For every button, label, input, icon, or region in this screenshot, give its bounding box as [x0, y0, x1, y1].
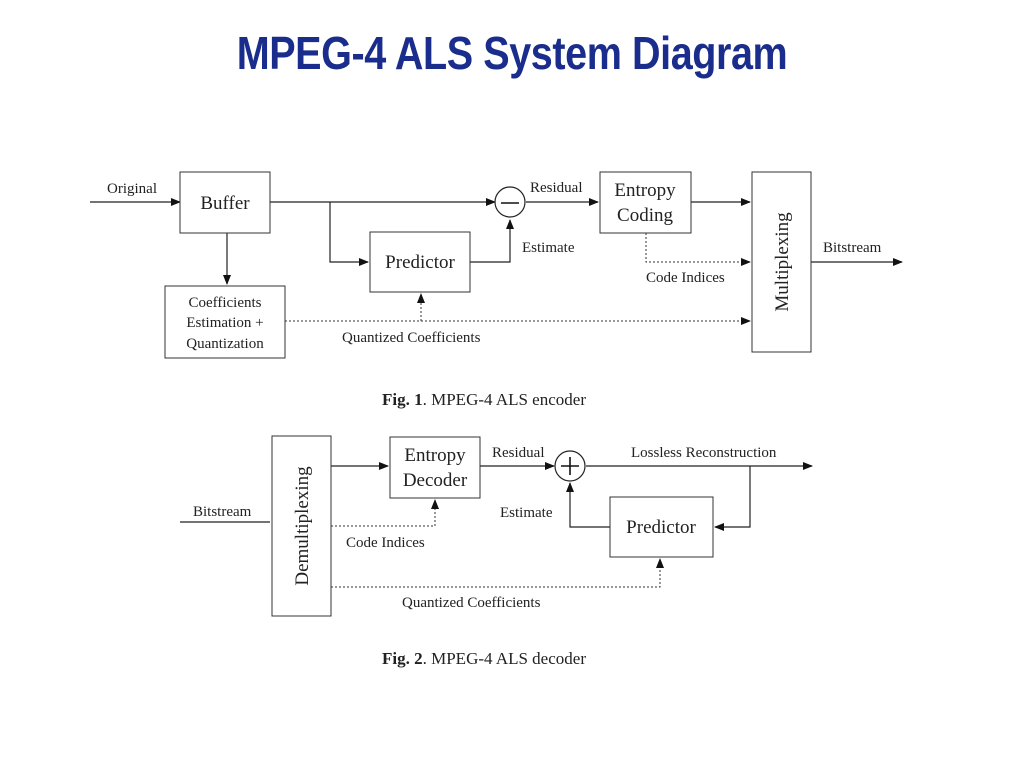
dec-predictor-label: Predictor — [626, 517, 696, 538]
enc-estimate-arrow — [470, 219, 514, 263]
enc-entropy-line2: Coding — [617, 205, 673, 226]
dec-demultiplexing-label: Demultiplexing — [292, 466, 313, 586]
enc-buffer-to-predictor-arrow — [329, 202, 369, 266]
enc-caption-rest: . MPEG-4 ALS encoder — [423, 390, 587, 409]
slide-title: MPEG-4 ALS System Diagram — [236, 27, 788, 79]
enc-entropy-line1: Entropy — [614, 180, 676, 201]
dec-code-indices-arrow — [331, 499, 439, 527]
dec-lossless-label: Lossless Reconstruction — [631, 445, 777, 461]
enc-multiplexing-box — [751, 171, 812, 353]
encoder-diagram: Buffer Predictor Coefficients Estimation… — [90, 171, 903, 409]
dec-estimate-arrow — [566, 482, 610, 528]
dec-demultiplexing-box — [271, 435, 332, 617]
enc-estimate-label: Estimate — [522, 240, 575, 256]
dec-entropy-line1: Entropy — [404, 445, 466, 466]
enc-buffer-box — [179, 171, 271, 234]
enc-coeff-line3: Quantization — [186, 336, 264, 352]
enc-original-label: Original — [107, 181, 157, 197]
dec-caption-bold: Fig. 2 — [382, 649, 423, 668]
dec-quantized-arrow — [331, 558, 664, 588]
decoder-diagram: Demultiplexing Entropy Decoder Predictor… — [180, 435, 813, 668]
dec-residual-label: Residual — [492, 445, 545, 461]
dec-bitstream-label: Bitstream — [193, 504, 252, 520]
dec-caption: Fig. 2. MPEG-4 ALS decoder — [382, 649, 586, 668]
dec-feedback-arrow — [714, 466, 751, 531]
enc-coeff-line2: Estimation + — [186, 315, 263, 331]
enc-bitstream-label: Bitstream — [823, 240, 882, 256]
enc-predictor-box — [369, 231, 471, 293]
dec-estimate-label: Estimate — [500, 505, 553, 521]
enc-code-indices-label: Code Indices — [646, 270, 725, 286]
dec-caption-rest: . MPEG-4 ALS decoder — [423, 649, 587, 668]
enc-entropy-coding-box — [599, 171, 692, 234]
dec-entropy-decoder-box — [389, 436, 481, 499]
enc-caption-bold: Fig. 1 — [382, 390, 423, 409]
enc-predictor-label: Predictor — [385, 252, 455, 273]
enc-buffer-label: Buffer — [200, 193, 250, 214]
dec-code-indices-label: Code Indices — [346, 535, 425, 551]
enc-multiplexing-label: Multiplexing — [772, 212, 793, 312]
enc-code-indices-arrow — [645, 233, 751, 266]
dec-predictor-box — [609, 496, 714, 558]
enc-subtract-node — [494, 186, 526, 218]
enc-coefficients-box — [164, 285, 286, 359]
dec-quantized-label: Quantized Coefficients — [402, 595, 541, 611]
enc-residual-label: Residual — [530, 180, 583, 196]
enc-quantized-label: Quantized Coefficients — [342, 330, 481, 346]
enc-coeff-line1: Coefficients — [188, 295, 261, 311]
dec-entropy-line2: Decoder — [403, 470, 468, 491]
enc-caption: Fig. 1. MPEG-4 ALS encoder — [382, 390, 586, 409]
